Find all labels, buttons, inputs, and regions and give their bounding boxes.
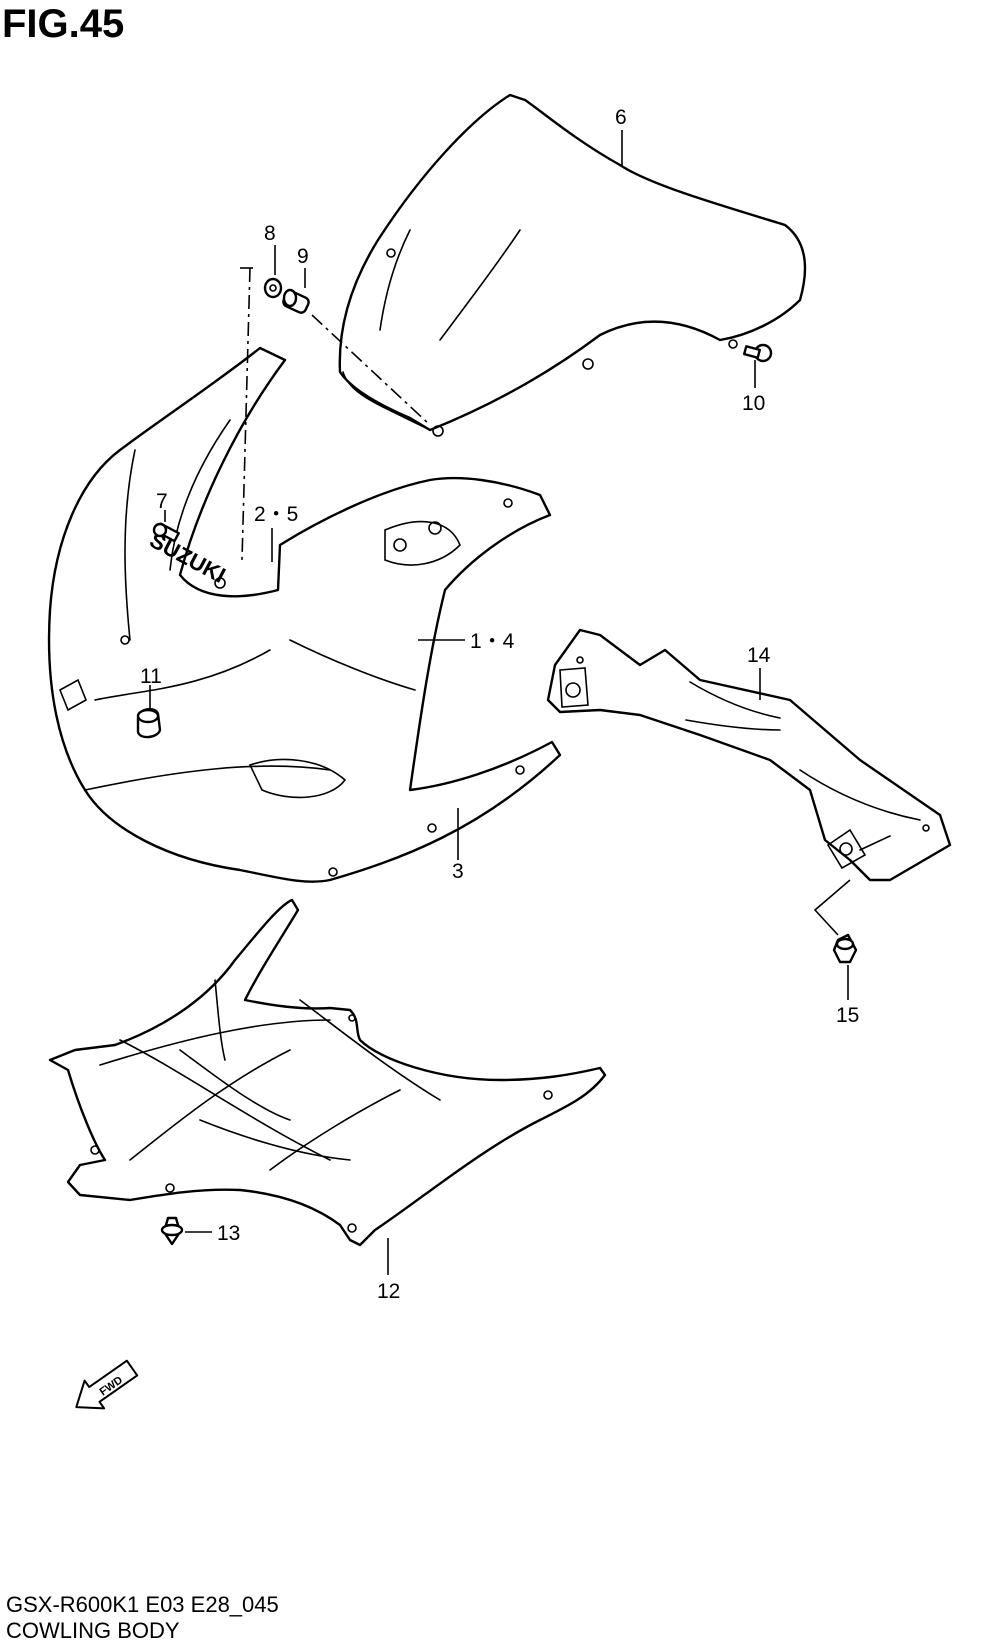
clip-13[interactable] bbox=[160, 1216, 184, 1246]
callout-1-4: 1・4 bbox=[470, 630, 515, 653]
callout-7: 7 bbox=[156, 490, 168, 513]
callout-9: 9 bbox=[297, 245, 309, 268]
callout-2-5: 2・5 bbox=[254, 503, 298, 526]
callout-13: 13 bbox=[217, 1222, 240, 1245]
callout-11: 11 bbox=[140, 665, 162, 688]
bolt-7[interactable] bbox=[152, 522, 180, 543]
forward-arrow-icon: FWD bbox=[75, 1359, 139, 1410]
callout-10: 10 bbox=[742, 392, 765, 415]
callout-3: 3 bbox=[452, 860, 464, 883]
clip-15[interactable] bbox=[832, 933, 858, 964]
washer-8[interactable] bbox=[263, 277, 283, 299]
callout-14: 14 bbox=[747, 644, 771, 667]
callout-6: 6 bbox=[615, 106, 627, 129]
collar-9[interactable] bbox=[282, 288, 311, 315]
callout-12: 12 bbox=[377, 1280, 400, 1303]
figure-name: COWLING BODY bbox=[6, 1618, 180, 1643]
windscreen[interactable] bbox=[338, 93, 807, 437]
inner-panel-14[interactable] bbox=[546, 628, 952, 882]
figure-title: FIG.45 bbox=[2, 2, 125, 46]
callout-8: 8 bbox=[264, 222, 276, 245]
callout-15: 15 bbox=[836, 1004, 859, 1027]
lower-cowl-12[interactable] bbox=[48, 898, 607, 1247]
leader-lines bbox=[149, 130, 851, 1275]
model-code: GSX-R600K1 E03 E28_045 bbox=[6, 1592, 279, 1617]
screw-10[interactable] bbox=[743, 343, 773, 363]
grommet-11[interactable] bbox=[136, 707, 162, 739]
upper-cowling[interactable]: SUZUKI bbox=[47, 346, 562, 883]
